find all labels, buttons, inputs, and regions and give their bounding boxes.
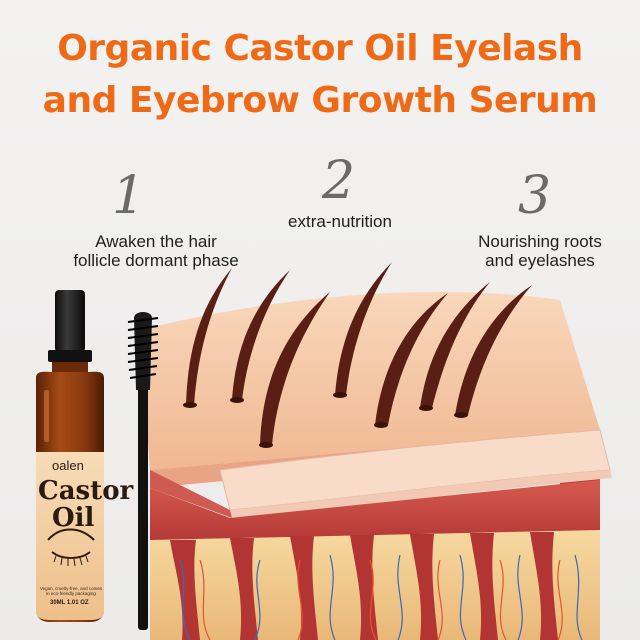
headline-line-2: and Eyebrow Growth Serum: [42, 80, 598, 121]
serum-bottle: [36, 290, 104, 622]
step-3-number: 3: [518, 166, 552, 226]
step-2-line-1: extra-nutrition: [288, 212, 392, 231]
step-3-caption: Nourishing roots and eyelashes: [455, 232, 625, 270]
mascara-wand: [127, 312, 159, 630]
step-2-caption: extra-nutrition: [255, 212, 425, 231]
bottle-volume: 30ML 1.01 OZ: [50, 600, 89, 606]
headline-line-1: Organic Castor Oil Eyelash: [57, 28, 583, 69]
bottle-brand: oalen: [52, 458, 84, 473]
bottle-fine-print-line-2: in eco-friendly packaging: [46, 591, 96, 596]
bottle-name-line-2: Oil: [52, 503, 95, 533]
subcutaneous-fat-layer: [150, 530, 600, 640]
step-1-caption: Awaken the hair follicle dormant phase: [56, 232, 256, 270]
bottle-fine-print: Vegan, cruelty-free, and comes in eco-fr…: [38, 586, 104, 596]
bottle-fine-print-line-1: Vegan, cruelty-free, and comes: [39, 586, 103, 591]
epidermis-top-surface: [140, 291, 612, 518]
step-1-line-1: Awaken the hair: [95, 232, 217, 251]
step-1-number: 1: [112, 166, 146, 226]
step-3-line-1: Nourishing roots: [478, 232, 602, 251]
hair-follicles: [183, 392, 468, 448]
step-1-line-2: follicle dormant phase: [73, 251, 239, 270]
step-2-number: 2: [322, 151, 356, 211]
bottle-name-line-1: Castor: [38, 476, 134, 506]
step-3-line-2: and eyelashes: [485, 251, 595, 270]
hair-strands: [186, 262, 532, 445]
